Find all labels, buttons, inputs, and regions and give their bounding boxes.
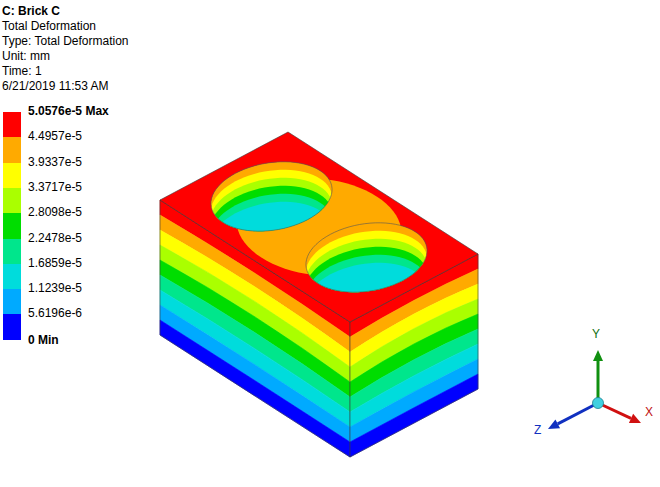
axis-label: Y <box>592 327 600 342</box>
y-axis-arrow <box>597 361 600 403</box>
legend-swatch <box>3 289 21 315</box>
contour-band <box>160 290 350 427</box>
x-axis-arrow-head <box>629 414 641 423</box>
legend-swatch <box>3 137 21 163</box>
legend-value: 3.9337e-5 <box>28 155 82 170</box>
legend-swatch <box>3 213 21 239</box>
z-axis-arrow <box>558 403 598 424</box>
hole-edge <box>306 223 427 292</box>
triad-origin <box>593 398 604 409</box>
top-face <box>160 132 478 322</box>
header-line: Type: Total Deformation <box>2 34 129 49</box>
header-line: Unit: mm <box>2 49 50 64</box>
z-axis-arrow-head <box>548 419 560 429</box>
legend-value: 3.3717e-5 <box>28 180 82 195</box>
legend-value: 2.2478e-5 <box>28 231 82 246</box>
legend-swatch <box>3 112 21 138</box>
result-title: C: Brick C <box>2 4 60 19</box>
legend-swatch <box>3 314 21 340</box>
header-line: Total Deformation <box>2 19 96 34</box>
legend-value: 1.1239e-5 <box>28 281 82 296</box>
hole <box>306 223 427 332</box>
contour-band <box>350 374 478 457</box>
legend-value: 4.4957e-5 <box>28 129 82 144</box>
axis-label: Z <box>534 423 541 438</box>
legend-value: 5.6196e-6 <box>28 306 82 321</box>
hole-edge <box>211 162 332 231</box>
legend-swatch <box>3 264 21 290</box>
contour-band <box>160 320 350 457</box>
legend-value: 5.0576e-5 Max <box>28 104 109 119</box>
header-line: Time: 1 <box>2 64 42 79</box>
contour-band <box>160 305 350 442</box>
legend-swatch <box>3 188 21 214</box>
header-line: 6/21/2019 11:53 AM <box>2 79 109 94</box>
axis-label: X <box>645 405 653 420</box>
legend-min: 0 Min <box>28 333 59 348</box>
axis-triad <box>548 350 641 429</box>
legend-swatch <box>3 239 21 265</box>
hole-wall-band <box>306 263 427 332</box>
contour-band <box>350 359 478 442</box>
brick-model <box>160 132 478 457</box>
legend-swatch <box>3 163 21 189</box>
y-axis-arrow-head <box>593 350 603 361</box>
legend-value: 1.6859e-5 <box>28 256 82 271</box>
legend-value: 2.8098e-5 <box>28 205 82 220</box>
